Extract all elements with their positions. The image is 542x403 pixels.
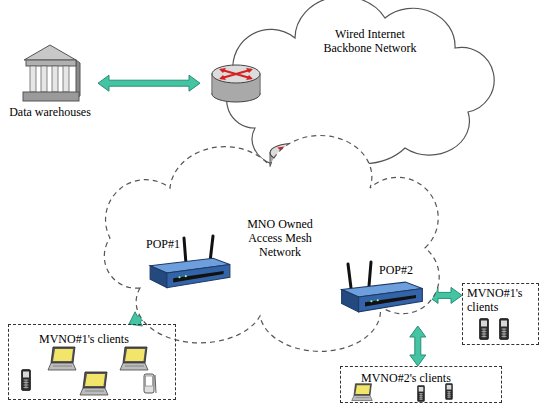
node-label: MVNO#2's clients <box>361 372 451 386</box>
warehouse-node: Data warehouses <box>6 40 98 136</box>
node-label: Data warehouses <box>6 106 94 120</box>
node-label: POP#1 <box>146 238 180 252</box>
phone-icon <box>480 319 489 340</box>
access-point-icon <box>342 282 423 312</box>
antenna <box>348 264 351 288</box>
warehouse-icon <box>23 45 80 101</box>
antenna <box>184 238 186 264</box>
laptop-icon <box>48 347 76 370</box>
phone-icon <box>500 319 509 340</box>
access-point-icon <box>150 258 230 287</box>
pda-icon <box>144 374 156 393</box>
node-label: MVNO#1's clients <box>467 287 535 315</box>
phone-icon <box>22 370 31 391</box>
node-label: MVNO#1's clients <box>39 333 129 347</box>
client-group-box: MVNO#1's clients <box>8 324 176 400</box>
laptop-icon <box>120 347 148 370</box>
double-arrow <box>410 326 426 366</box>
client-group-box: MVNO#1's clients <box>462 283 539 345</box>
pop-node: POP#2 <box>335 258 427 326</box>
node-label: POP#2 <box>379 264 413 278</box>
cloud-outline <box>104 136 439 352</box>
double-arrow <box>98 75 200 91</box>
phone-icon <box>446 383 453 399</box>
node-label: Wired Internet Backbone Network <box>315 28 425 56</box>
laptop-icon <box>352 384 372 401</box>
phone-icon <box>418 385 425 401</box>
warehouse-node-drawing <box>6 40 94 136</box>
client-group-box: MVNO#2's clients <box>340 366 502 403</box>
pop-node: POP#1 <box>140 232 232 304</box>
cloud-outline <box>227 0 495 167</box>
router-icon <box>212 65 260 102</box>
antenna <box>369 262 371 286</box>
node-label: MNO Owned Access Mesh Network <box>238 218 322 259</box>
laptop-icon <box>80 372 108 395</box>
